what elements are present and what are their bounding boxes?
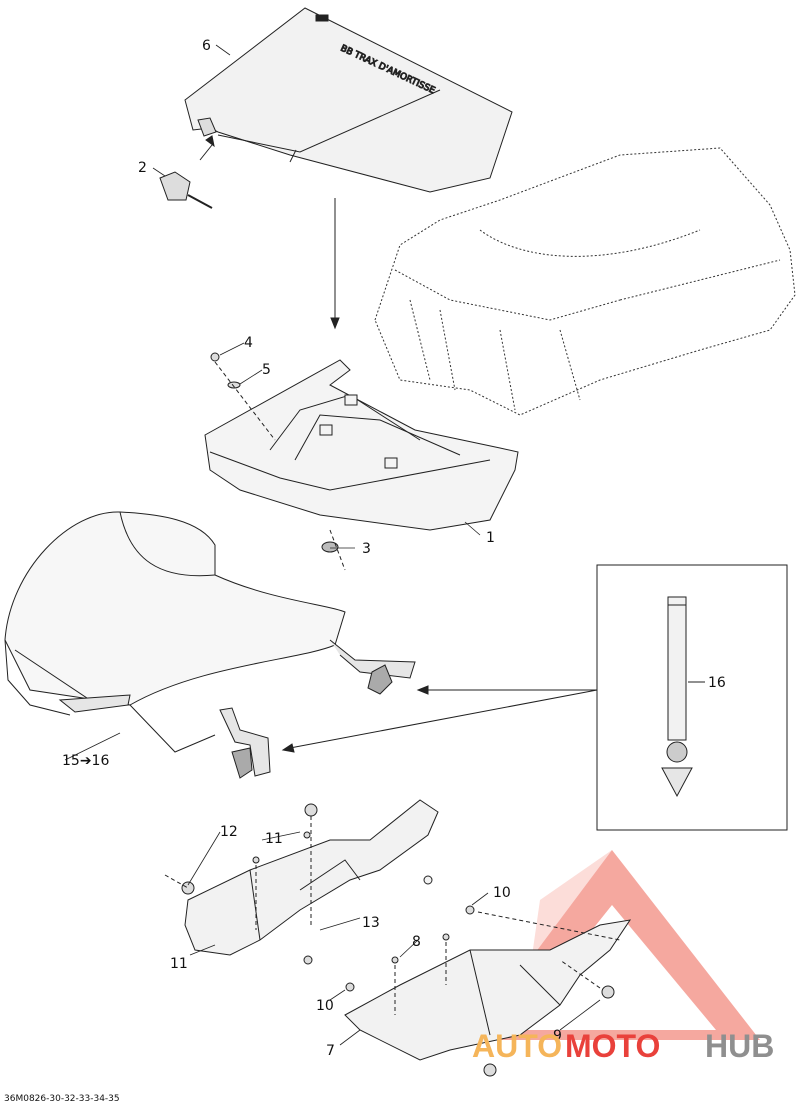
leader-lines — [64, 44, 601, 1046]
part-4-5-screw-washer — [210, 352, 276, 441]
callout-1: 1 — [486, 530, 495, 546]
part-6-top-panel: BB TRAX D'AMORTISSE — [184, 7, 513, 193]
part-15-seat — [4, 511, 416, 779]
part-2-clip — [159, 117, 217, 209]
callout-16: 16 — [708, 675, 726, 691]
hardware-fasteners — [164, 803, 621, 1077]
callout-4: 4 — [244, 335, 253, 351]
callout-2: 2 — [138, 160, 147, 176]
svg-text:MOTO: MOTO — [565, 1028, 660, 1064]
arrow-6-to-1 — [199, 135, 340, 330]
part-11-side-panel — [184, 799, 439, 956]
reference-code: 36M0826-30-32-33-34-35 — [4, 1094, 120, 1104]
callout-5: 5 — [262, 362, 271, 378]
callout-10-bottom: 10 — [316, 998, 334, 1014]
watermark-text: AUTO MOTO HUB — [472, 1028, 774, 1064]
callout-labels: 6 2 4 5 1 3 16 15➔16 12 11 10 13 8 11 10… — [4, 38, 726, 1104]
callout-11: 11 — [170, 956, 188, 972]
callout-3: 3 — [362, 541, 371, 557]
callout-6: 6 — [202, 38, 211, 54]
inset-part-16 — [596, 564, 788, 831]
svg-text:AUTO: AUTO — [472, 1028, 562, 1064]
callout-13: 12 — [220, 824, 238, 840]
arrows-16-to-seat — [281, 685, 598, 753]
callout-15-16: 15➔16 — [62, 753, 109, 769]
part-7-side-panel — [344, 919, 632, 1061]
callout-7: 7 — [326, 1043, 335, 1059]
callout-10-top: 10 — [493, 885, 511, 901]
callout-9: 9 — [553, 1028, 562, 1044]
callout-8: 8 — [412, 934, 421, 950]
callout-12: 11 — [265, 831, 283, 847]
svg-text:HUB: HUB — [705, 1028, 774, 1064]
seat-ghost-outline — [374, 147, 796, 416]
part-3-grommet — [321, 529, 346, 571]
callout-14: 13 — [362, 915, 380, 931]
part-1-rear-tray — [204, 359, 519, 531]
